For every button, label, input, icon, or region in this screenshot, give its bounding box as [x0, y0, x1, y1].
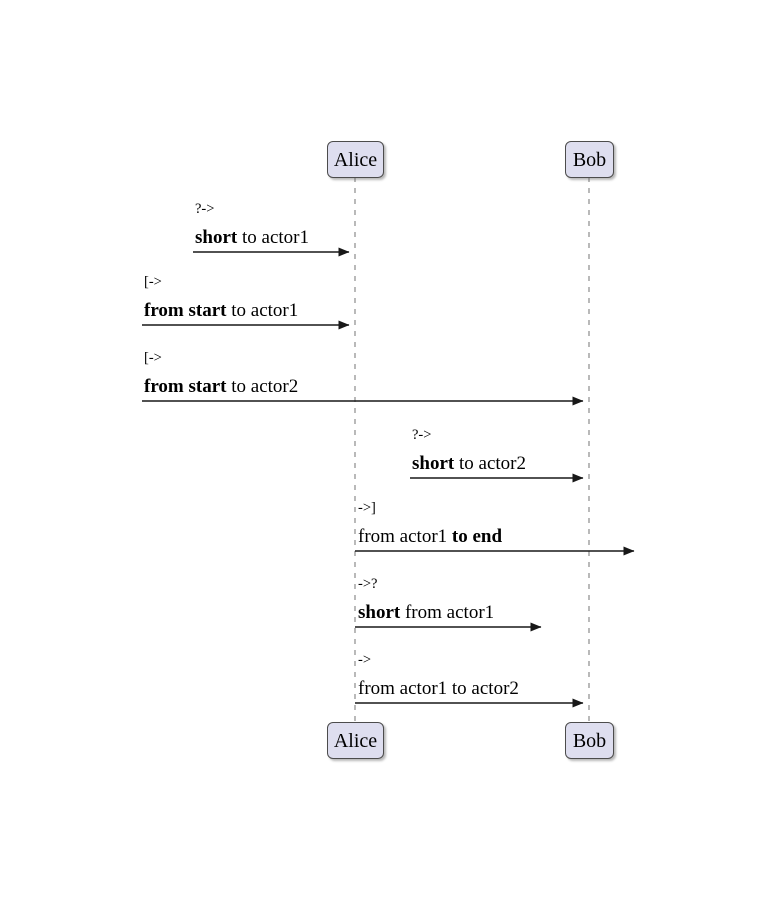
message-label-6: short from actor1: [358, 603, 494, 623]
message-notation-7: ->: [358, 652, 372, 668]
actor-foot-bob[interactable]: Bob: [565, 722, 614, 759]
actor-foot-bob-label: Bob: [572, 729, 607, 752]
message-label-3: from start to actor2: [144, 377, 298, 397]
message-notation-5: ->]: [358, 500, 376, 516]
message-label-6-rest: from actor1: [400, 602, 495, 623]
message-notation-3: [->: [144, 350, 162, 366]
actor-foot-alice-label: Alice: [333, 729, 378, 752]
message-label-1-rest: to actor1: [237, 227, 309, 248]
message-label-2-rest: to actor1: [226, 300, 299, 321]
message-label-5-bold: to end: [451, 526, 503, 547]
message-label-7-rest: from actor1 to actor2: [358, 678, 519, 699]
message-label-6-bold: short: [358, 602, 401, 623]
message-label-4-rest: to actor2: [454, 453, 526, 474]
message-label-2: from start to actor1: [144, 301, 298, 321]
actor-head-alice[interactable]: Alice: [327, 141, 384, 178]
message-label-5: from actor1 to end: [358, 527, 502, 547]
message-notation-4: ?->: [412, 427, 432, 443]
message-label-4-bold: short: [412, 453, 455, 474]
message-notation-2: [->: [144, 274, 162, 290]
message-label-5-rest: from actor1: [358, 526, 452, 547]
actor-head-bob[interactable]: Bob: [565, 141, 614, 178]
message-label-4: short to actor2: [412, 454, 526, 474]
actor-foot-alice[interactable]: Alice: [327, 722, 384, 759]
message-label-3-rest: to actor2: [226, 376, 299, 397]
message-label-1-bold: short: [195, 227, 238, 248]
actor-head-alice-label: Alice: [333, 148, 378, 171]
message-label-2-bold: from start: [144, 300, 227, 321]
message-label-3-bold: from start: [144, 376, 227, 397]
actor-head-bob-label: Bob: [572, 148, 607, 171]
message-label-1: short to actor1: [195, 228, 309, 248]
message-notation-6: ->?: [358, 576, 378, 592]
message-notation-1: ?->: [195, 201, 215, 217]
message-label-7: from actor1 to actor2: [358, 679, 519, 699]
